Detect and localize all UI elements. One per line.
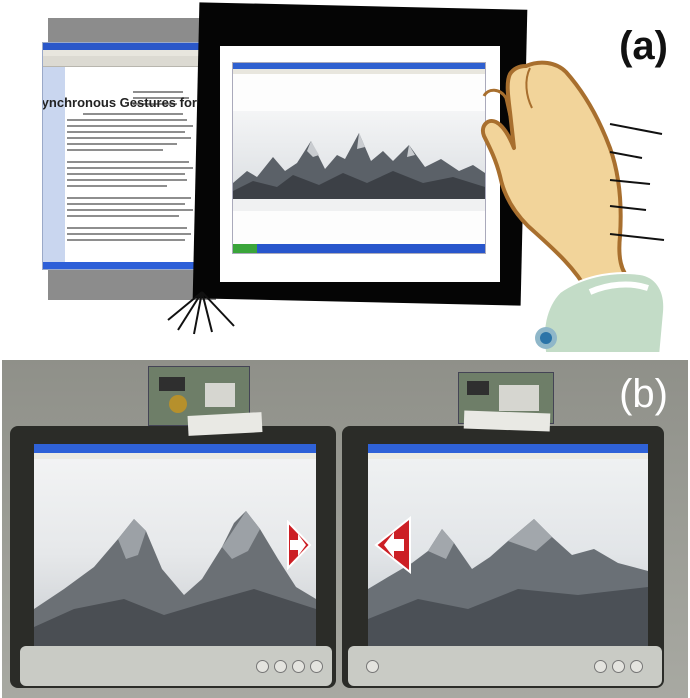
document-text-line <box>67 167 193 169</box>
document-window: Synchronous Gestures for Mu <box>42 42 202 270</box>
document-menubar <box>43 50 201 56</box>
document-text-line <box>67 119 187 121</box>
document-text-line <box>67 137 191 139</box>
tablet-right-base <box>348 646 662 686</box>
mountain-photo-left <box>34 459 316 648</box>
tape-right <box>463 410 551 432</box>
document-text-line <box>67 239 185 241</box>
hand-illustration <box>481 60 666 352</box>
tablet-right-screen <box>368 444 648 658</box>
viewer-menubar <box>233 69 485 74</box>
document-text-line <box>67 125 193 127</box>
panel-label-b: (b) <box>619 372 668 416</box>
document-sidebar <box>43 67 65 263</box>
panel-a-illustration: Synchronous Gestures for Mu <box>42 2 668 352</box>
document-body-text <box>67 119 197 259</box>
document-text-line <box>67 227 187 229</box>
tablet-left-screen <box>34 444 316 658</box>
document-text-line <box>67 131 185 133</box>
document-toolbar <box>43 56 201 67</box>
document-titlebar <box>43 43 201 50</box>
panel-b-photo: (b) <box>2 360 688 698</box>
start-button <box>233 244 257 253</box>
document-text-line <box>67 173 185 175</box>
document-heading: Synchronous Gestures for Mu <box>42 95 201 110</box>
tablet-left-base <box>20 646 332 686</box>
tape-left <box>187 412 263 436</box>
document-text-line <box>67 149 163 151</box>
mountain-photo <box>233 111 485 211</box>
document-text-line <box>67 215 179 217</box>
contact-rays <box>167 291 235 335</box>
panel-label-a: (a) <box>619 24 668 68</box>
document-text-line <box>67 209 193 211</box>
document-text-line <box>67 185 167 187</box>
viewer-titlebar <box>233 63 485 69</box>
document-text-line <box>67 143 177 145</box>
document-text-line <box>67 197 191 199</box>
document-taskbar <box>43 262 201 269</box>
document-text-line <box>67 233 191 235</box>
document-text-line <box>67 179 187 181</box>
photo-viewer-window <box>232 62 486 254</box>
left-arrow-icon <box>374 516 411 574</box>
viewer-taskbar <box>233 244 485 253</box>
mountain-photo-right <box>368 459 648 648</box>
document-text-line <box>67 203 185 205</box>
motion-lines <box>609 123 665 241</box>
document-text-line <box>67 161 189 163</box>
right-arrow-icon <box>287 520 312 570</box>
